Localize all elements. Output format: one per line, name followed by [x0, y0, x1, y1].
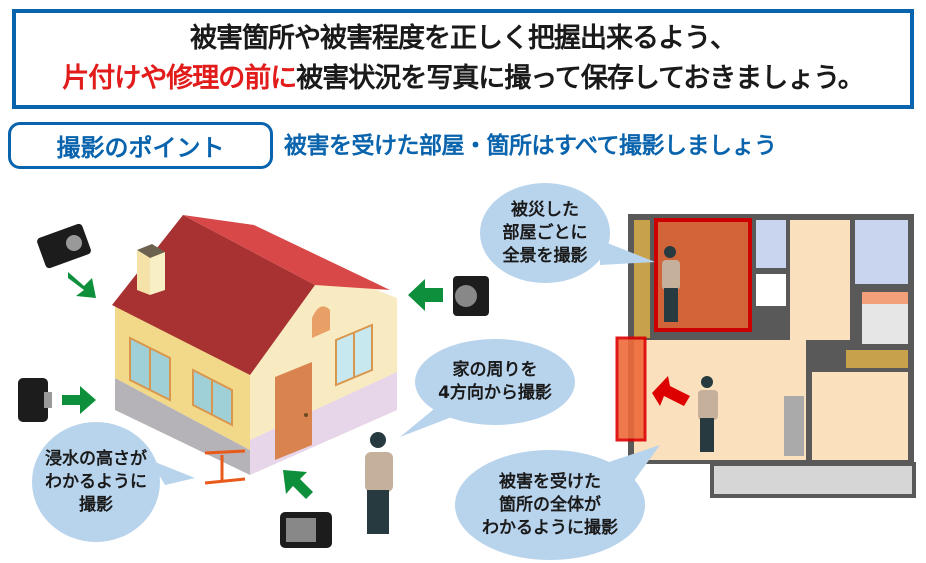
damaged-area-highlight — [615, 336, 647, 442]
headline-line-1: 被害箇所や被害程度を正しく把握出来るよう、 — [190, 23, 737, 54]
person-figure — [662, 246, 680, 322]
headline-line-2: 片付けや修理の前に被害状況を写真に撮って保存しておきましょう。 — [62, 59, 864, 99]
shooting-point-label: 撮影のポイント — [8, 122, 273, 169]
arrow-icon — [652, 376, 690, 406]
camera-icon-top-left — [37, 223, 91, 269]
camera-icon-left — [18, 378, 52, 422]
person-figure — [698, 376, 718, 452]
bubble-four-directions: 家の周りを 4方向から撮影 — [415, 339, 575, 425]
shooting-point-description: 被害を受けた部屋・箇所はすべて撮影しましょう — [284, 133, 777, 159]
person-figure — [365, 432, 393, 534]
headline-red-text: 片付けや修理の前に — [62, 63, 297, 94]
headline-box: 被害箇所や被害程度を正しく把握出来るよう、 片付けや修理の前に被害状況を写真に撮… — [12, 9, 914, 109]
arrow-icon — [68, 272, 96, 298]
bubble-flood-height: 浸水の高さが わかるように 撮影 — [32, 422, 160, 542]
arrow-icon — [408, 279, 443, 311]
bubble-damaged-area: 被害を受けた 箇所の全体が わかるように撮影 — [455, 450, 645, 560]
bubble-room-overview: 被災した 部屋ごとに 全景を撮影 — [480, 183, 610, 283]
arrow-icon — [283, 470, 313, 499]
house-foundation — [115, 378, 250, 475]
headline-black-text: 被害状況を写真に撮って保存しておきましょう。 — [296, 63, 864, 94]
arrow-icon — [62, 386, 96, 414]
camera-icon-right — [453, 276, 489, 316]
camera-icon-bottom — [280, 512, 332, 548]
